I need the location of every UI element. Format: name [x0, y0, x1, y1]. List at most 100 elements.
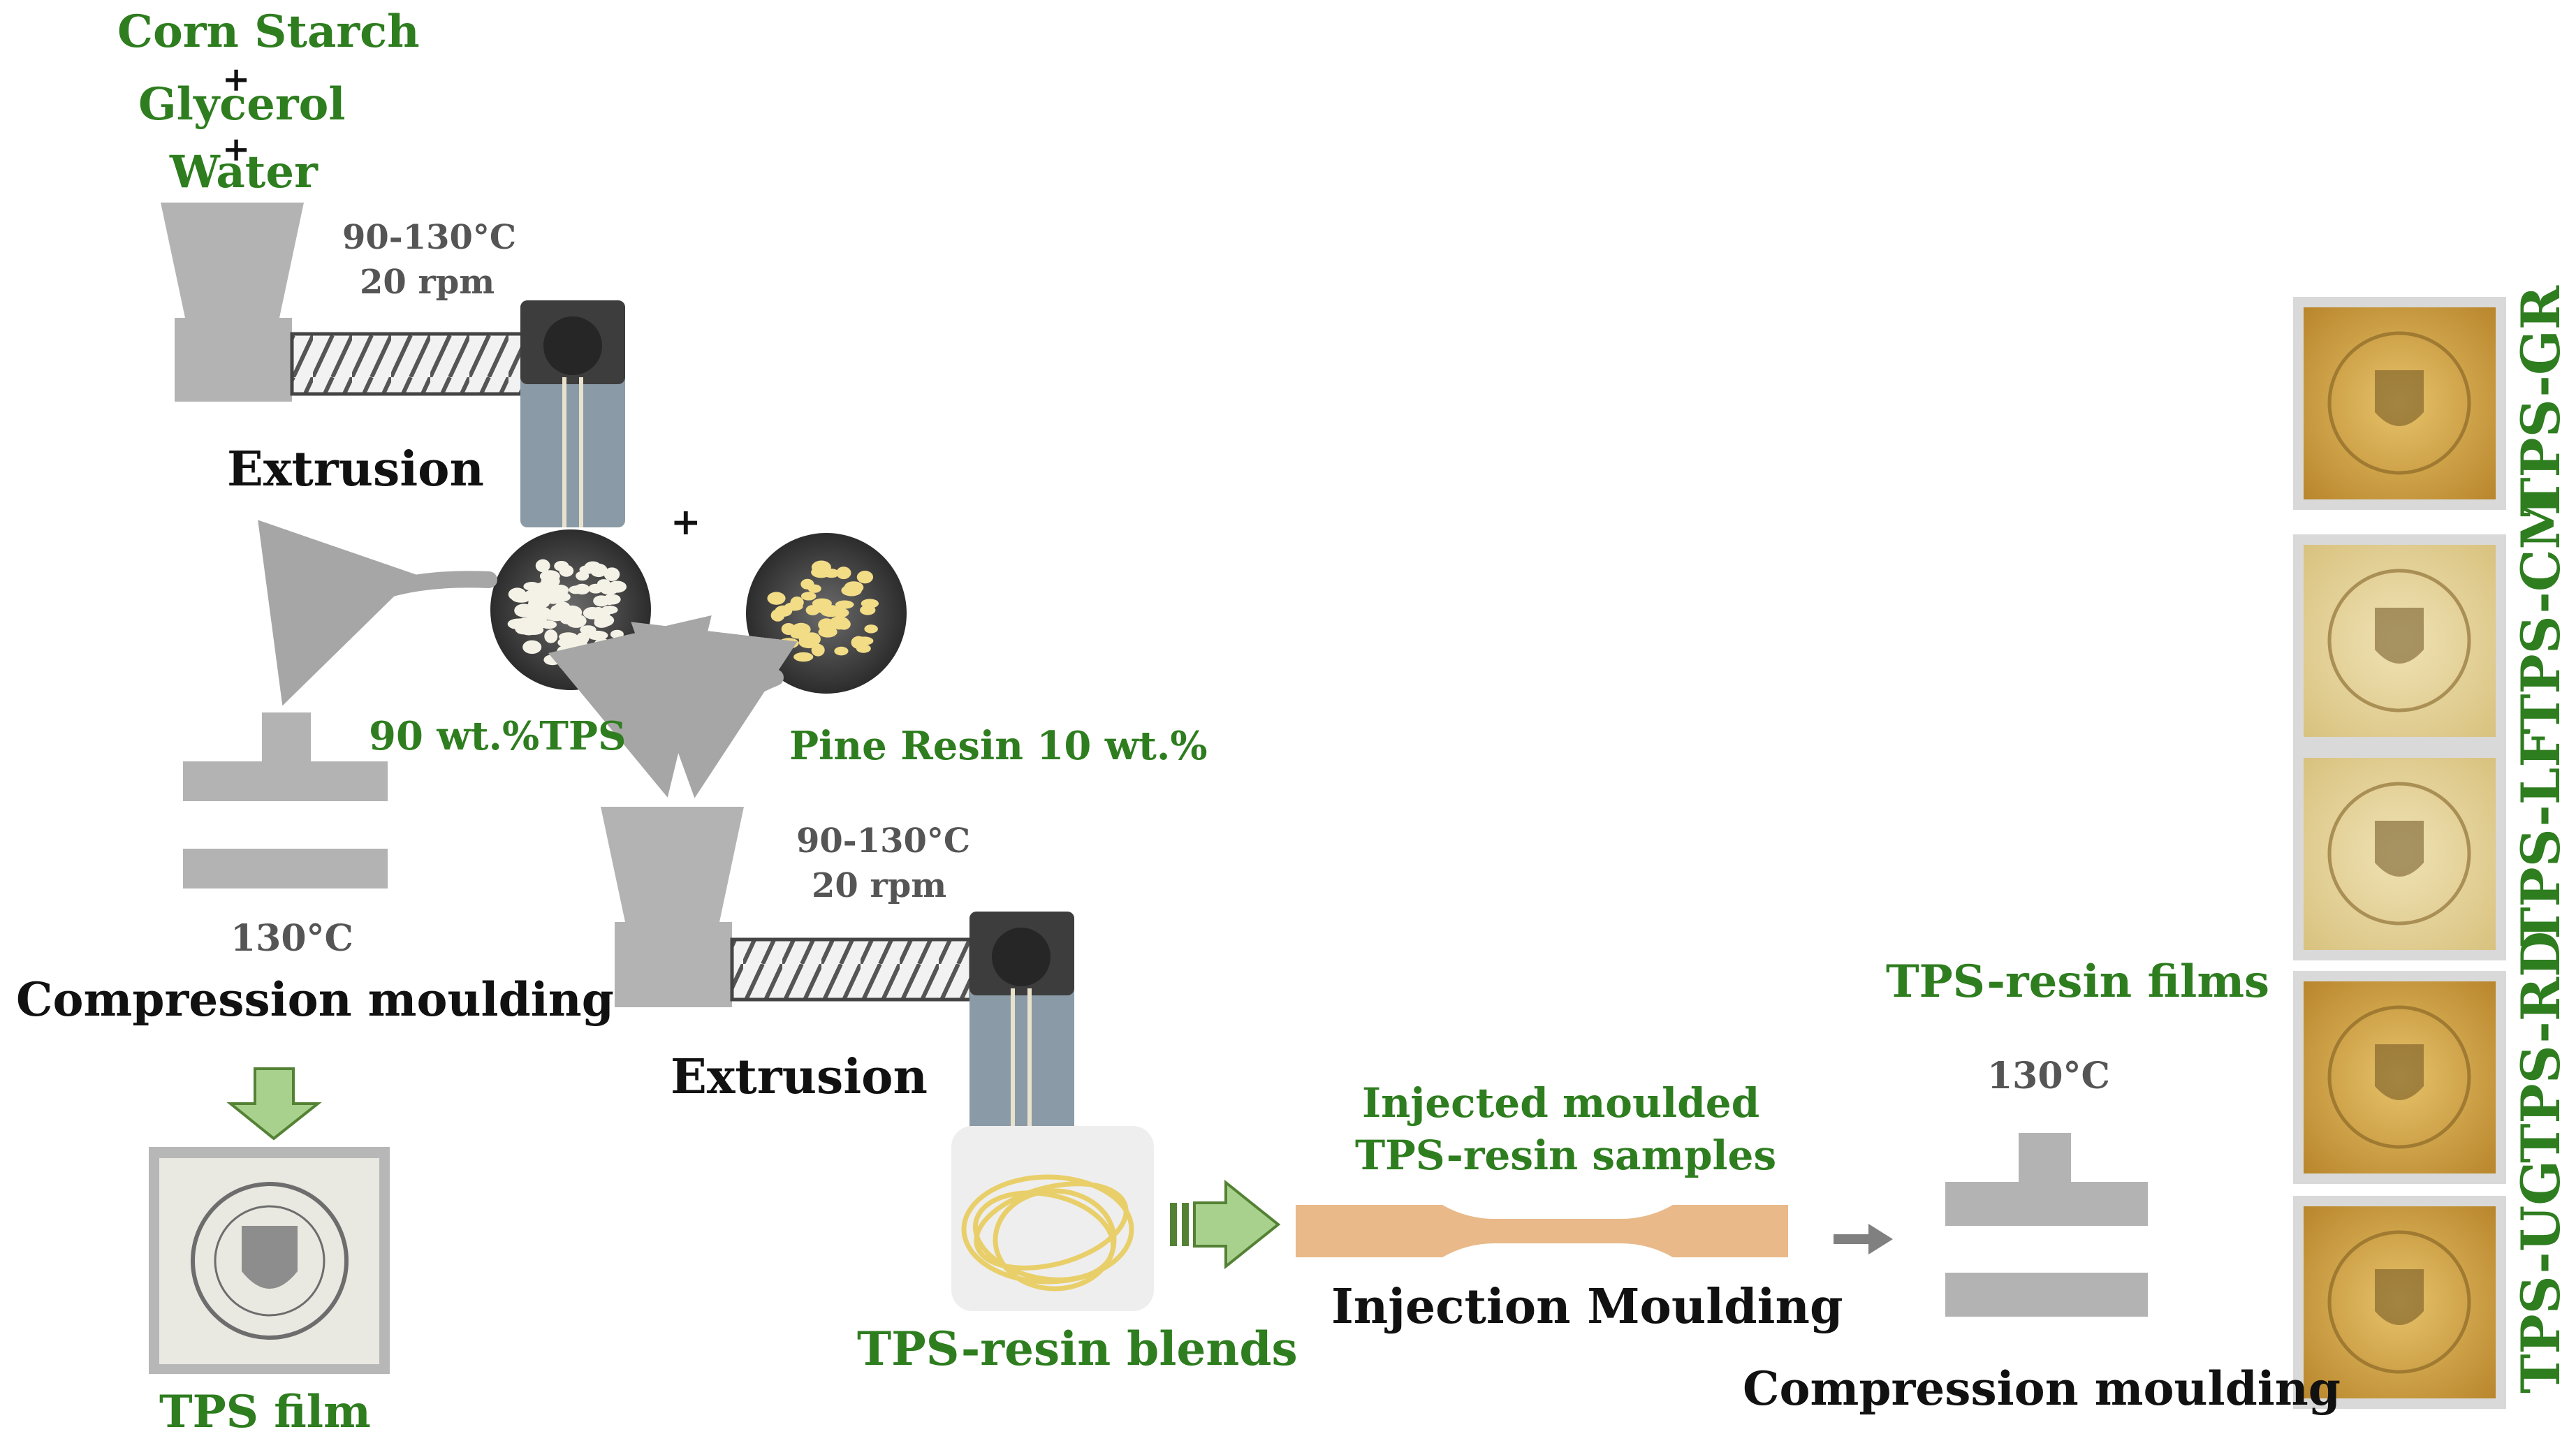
pellet [818, 618, 835, 631]
pellet [541, 620, 557, 629]
extruder-2-temperature: 90-130°C [796, 821, 971, 861]
pellet [564, 645, 582, 655]
film-label-tps-gr: TPS-GR [2510, 286, 2572, 517]
pellet [535, 559, 550, 573]
ingredient-glycerol: Glycerol [138, 78, 346, 131]
film-photo-tps-lf [2293, 747, 2506, 960]
film-photo-tps-gr [2293, 297, 2506, 510]
pellet [508, 587, 527, 601]
press-1-label: Compression moulding [16, 972, 614, 1027]
extruder-2-label: Extrusion [671, 1049, 928, 1105]
tps-pellets-photo [490, 529, 651, 690]
film-label-tps-ug: TPS-UG [2510, 1160, 2572, 1394]
press-2-temperature: 130°C [1987, 1055, 2110, 1097]
pellet [770, 609, 785, 622]
screw-1 [290, 332, 525, 396]
pellet [544, 629, 558, 643]
plus-sign-1: + [222, 60, 251, 99]
extruder-1 [161, 203, 625, 527]
pellet [784, 602, 803, 611]
film-label-tps-rd: TPS-RD [2510, 931, 2572, 1163]
film-photo-tps-rd [2293, 971, 2506, 1184]
pellet [576, 632, 590, 645]
pellet [835, 600, 854, 609]
film-label-tps-lf: TPS-LF [2510, 729, 2572, 946]
press-2-label: Compression moulding [1743, 1361, 2341, 1416]
pellet [778, 638, 799, 649]
pellet [856, 571, 874, 584]
pellet [541, 610, 558, 620]
tps-film-label: TPS film [159, 1386, 371, 1438]
plus-sign-3: + [671, 501, 701, 543]
pellet [767, 592, 786, 605]
injection-label: Injection Moulding [1331, 1279, 1843, 1335]
extruder-1-body [175, 318, 292, 402]
pellet [588, 583, 603, 594]
grey-right-arrow [1834, 1224, 1893, 1255]
pellet [524, 590, 539, 601]
pellet [605, 594, 621, 605]
tps-film-photo [149, 1147, 390, 1374]
pellet [864, 624, 878, 634]
pellet [518, 622, 540, 636]
pellet [793, 652, 814, 662]
pellet [836, 566, 851, 580]
pine-resin-photo [746, 533, 907, 694]
pellet [807, 584, 821, 593]
arrow-pellets-to-press [258, 520, 497, 706]
hopper-2 [601, 807, 744, 922]
film-photo-tps-cm [2293, 534, 2506, 747]
film-label-tps-cm: TPS-CM [2510, 490, 2572, 733]
pellet [574, 583, 590, 595]
pellet [834, 646, 849, 656]
film-photo-tps-ug [2293, 1196, 2506, 1409]
films-label: TPS-resin films [1886, 956, 2270, 1008]
pellet [851, 636, 867, 650]
pellet [603, 567, 620, 581]
pellet [805, 605, 820, 615]
pellet [599, 582, 619, 595]
tensile-bar-photo [1296, 1205, 1788, 1257]
pellet [591, 607, 606, 617]
pellet [593, 638, 611, 652]
pellet [522, 640, 542, 654]
extruder-2 [601, 807, 1074, 1146]
pellet [861, 599, 879, 608]
extruder-1-temperature: 90-130°C [342, 218, 517, 257]
screw-2 [730, 937, 973, 1002]
pine-resin-label: Pine Resin 10 wt.% [789, 723, 1208, 769]
injected-samples-label-line-1: Injected moulded [1362, 1079, 1760, 1127]
curved-arrows [258, 520, 798, 798]
blend-strands-photo [951, 1126, 1154, 1311]
pellet [812, 598, 832, 609]
extruder-2-body [615, 922, 732, 1007]
pellet [539, 578, 555, 592]
hopper-1 [161, 203, 304, 318]
pellet [790, 629, 805, 639]
pellet [562, 605, 583, 620]
extruder-2-speed: 20 rpm [812, 866, 947, 905]
pellet [543, 592, 563, 604]
compression-press-2 [1945, 1133, 2148, 1317]
green-down-arrow [226, 1067, 322, 1141]
compression-press-1 [183, 712, 388, 888]
pellet [523, 582, 541, 591]
tps-pellets-label: 90 wt.%TPS [369, 713, 627, 759]
film-photo-column [2293, 297, 2506, 1409]
arrow-resin-to-extruder2 [631, 622, 798, 798]
pellet [831, 608, 849, 618]
pellet [590, 563, 608, 578]
pellet [824, 569, 840, 578]
ingredient-water: Water [170, 146, 318, 198]
pellet [841, 585, 862, 597]
green-right-arrow [1170, 1179, 1281, 1270]
extruder-1-speed: 20 rpm [360, 263, 495, 302]
pellet [800, 592, 817, 601]
injected-samples-label-line-2: TPS-resin samples [1355, 1132, 1777, 1179]
pellet [811, 643, 825, 657]
blends-label: TPS-resin blends [857, 1322, 1298, 1376]
extruder-1-label: Extrusion [227, 441, 484, 497]
press-1-temperature: 130°C [230, 917, 353, 960]
